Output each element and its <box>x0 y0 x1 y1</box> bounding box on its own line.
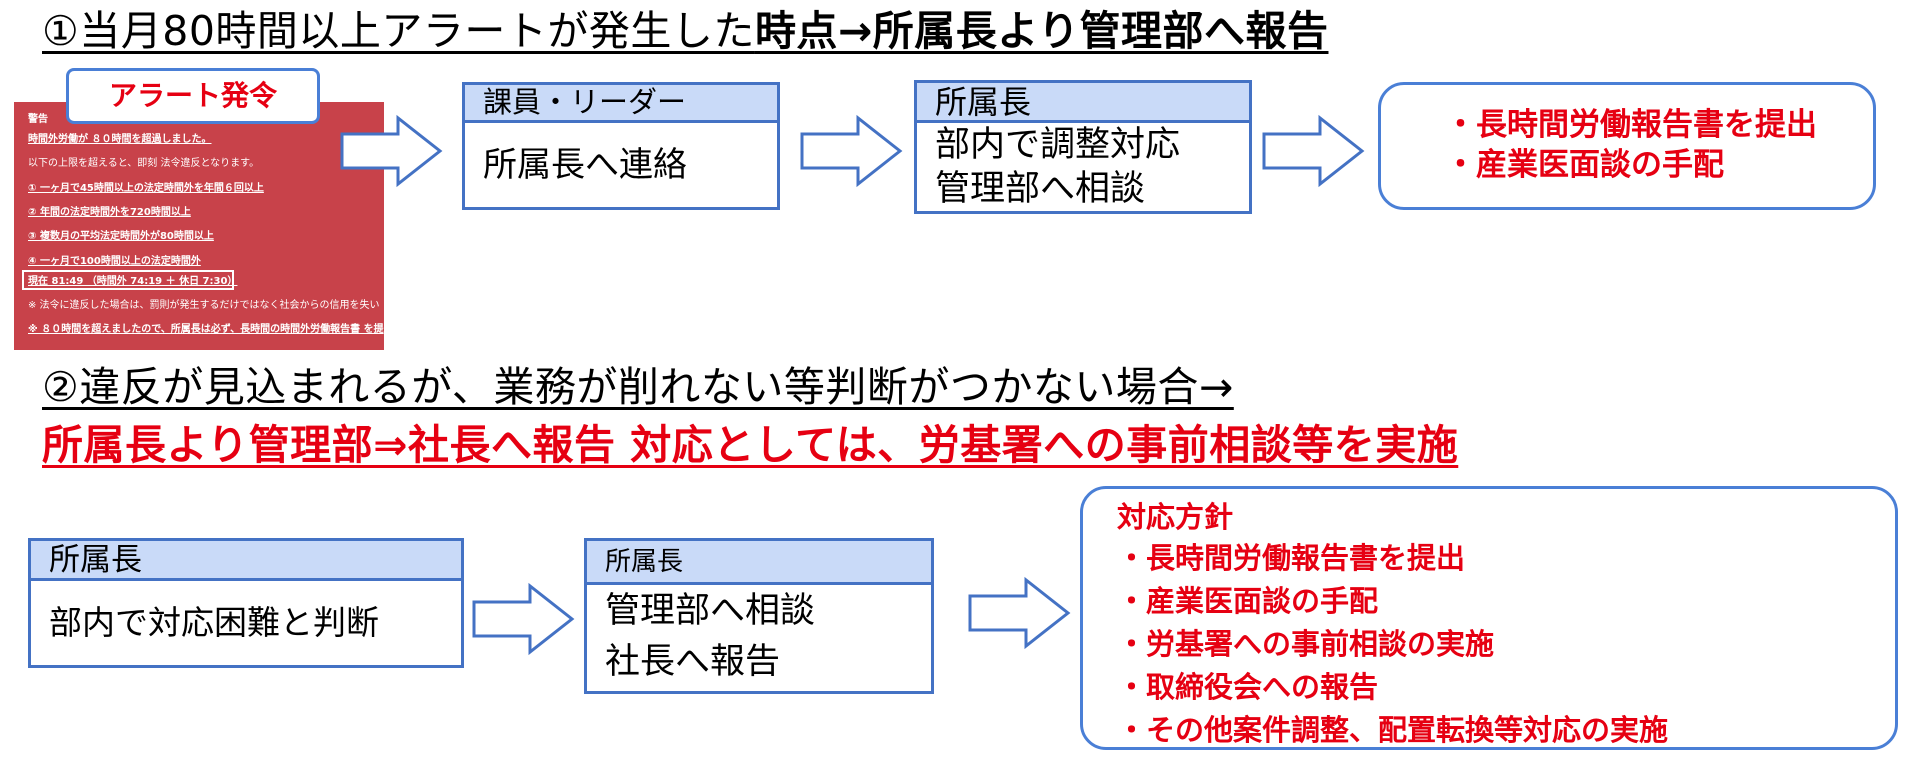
policy-box: 対応方針 ・長時間労働報告書を提出 ・産業医面談の手配 ・労基署への事前相談の実… <box>1080 486 1898 750</box>
manager-box-1-header: 所属長 <box>917 83 1249 123</box>
section1-title-normal: ①当月80時間以上アラートが発生した <box>42 7 755 55</box>
arrow-right-icon <box>968 576 1071 650</box>
section2-subtitle: 所属長より管理部⇒社長へ報告 対応としては、労基署への事前相談等を実施 <box>42 421 1459 469</box>
result-item: ・産業医面談の手配 <box>1445 147 1724 183</box>
member-leader-body: 所属長へ連絡 <box>483 145 687 185</box>
result-item: ・長時間労働報告書を提出 <box>1445 107 1817 143</box>
arrow-right-icon <box>340 114 443 188</box>
alert-line-1: 時間外労働が ８０時間を超過しました。 <box>28 134 212 145</box>
alert-screenshot: 警告 時間外労働が ８０時間を超過しました。 以下の上限を超えると、即刻 法令違… <box>14 102 384 350</box>
manager-box-2: 所属長 部内で対応困難と判断 <box>28 538 464 668</box>
section1-title-bold: 時点→所属長より管理部へ報告 <box>754 7 1329 55</box>
arrow-right-icon <box>800 114 903 188</box>
manager-box-2-body: 部内で対応困難と判断 <box>49 603 379 642</box>
policy-title: 対応方針 <box>1117 500 1234 534</box>
alert-line-4: ② 年間の法定時間外を720時間以上 <box>28 207 191 218</box>
policy-item: ・労基署への事前相談の実施 <box>1117 627 1495 661</box>
alert-line-0: 警告 <box>28 114 48 125</box>
policy-item: ・取締役会への報告 <box>1117 670 1379 704</box>
policy-item: ・長時間労働報告書を提出 <box>1117 541 1466 575</box>
arrow-right-icon <box>472 582 575 656</box>
policy-item: ・産業医面談の手配 <box>1117 584 1379 618</box>
alert-line-8: ※ 法令に違反した場合は、罰則が発生するだけではなく社会からの信用を失い <box>28 300 380 311</box>
alert-line-2: 以下の上限を超えると、即刻 法令違反となります。 <box>28 158 260 169</box>
manager-box-3-line-1: 管理部へ相談 <box>605 591 816 631</box>
manager-box-1: 所属長 部内で調整対応 管理部へ相談 <box>914 80 1252 214</box>
arrow-right-icon <box>1262 114 1365 188</box>
alert-line-7: 現在 81:49 （時間外 74:19 ＋ 休日 7:30） <box>28 276 238 287</box>
policy-item: ・その他案件調整、配置転換等対応の実施 <box>1117 713 1669 747</box>
alert-line-5: ③ 複数月の平均法定時間外が80時間以上 <box>28 231 214 242</box>
alert-tag: アラート発令 <box>66 68 320 124</box>
manager-box-3: 所属長 管理部へ相談 社長へ報告 <box>584 538 934 694</box>
section2-title: ②違反が見込まれるが、業務が削れない等判断がつかない場合→ <box>42 363 1234 411</box>
manager-box-1-line-1: 部内で調整対応 <box>935 125 1181 165</box>
manager-box-3-line-2: 社長へ報告 <box>605 642 781 682</box>
manager-box-3-header: 所属長 <box>587 541 931 585</box>
member-leader-box: 課員・リーダー 所属長へ連絡 <box>462 82 780 210</box>
section1-title: ①当月80時間以上アラートが発生した時点→所属長より管理部へ報告 <box>42 6 1328 56</box>
alert-line-9: ※ ８０時間を超えましたので、所属長は必ず、長時間の時間外労働報告書 を提 <box>28 324 384 335</box>
manager-box-1-line-2: 管理部へ相談 <box>935 169 1146 209</box>
alert-line-6: ④ 一ヶ月で100時間以上の法定時間外 <box>28 256 201 267</box>
result-box: ・長時間労働報告書を提出 ・産業医面談の手配 <box>1378 82 1876 210</box>
alert-line-3: ① 一ヶ月で45時間以上の法定時間外を年間６回以上 <box>28 183 264 194</box>
manager-box-2-header: 所属長 <box>31 541 461 581</box>
member-leader-header: 課員・リーダー <box>465 85 777 123</box>
alert-current-frame <box>22 270 234 290</box>
